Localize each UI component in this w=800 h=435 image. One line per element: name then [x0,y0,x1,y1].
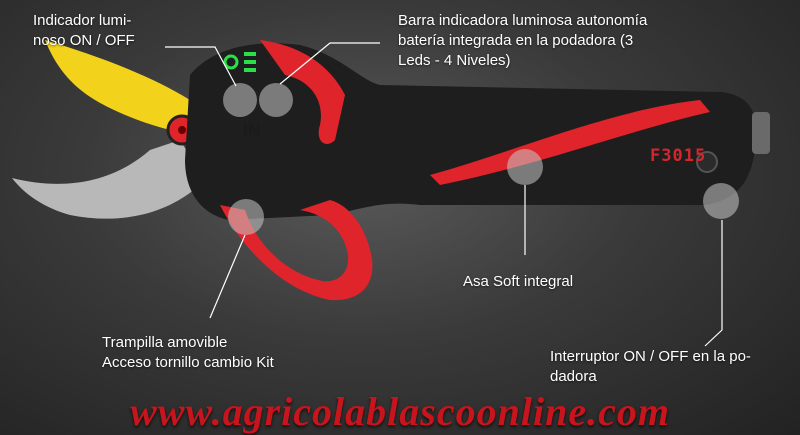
battery-level-icon [244,52,256,72]
brand-logo: IN [243,121,261,141]
yellow-blade [45,40,195,135]
watermark-url: www.agricolablascoonline.com [130,389,670,434]
soft-handle-stripe [430,100,710,185]
label-indicator: Indicador lumi- noso ON / OFF [33,12,135,49]
power-button-icon[interactable] [696,151,718,173]
steel-blade [12,140,205,219]
power-led-icon [223,54,239,70]
rear-cap [752,112,770,154]
model-number: F3015 [650,146,707,166]
label-switch: Interruptor ON / OFF en la po- dadora [550,348,751,385]
label-soft-handle: Asa Soft integral [463,273,574,290]
label-trapdoor: Trampilla amovible Acceso tornillo cambi… [102,334,274,371]
trigger-guard [220,200,373,301]
label-battery-bar: Barra indicadora luminosa autonomía bate… [398,12,648,69]
top-red-swoosh [260,40,345,145]
